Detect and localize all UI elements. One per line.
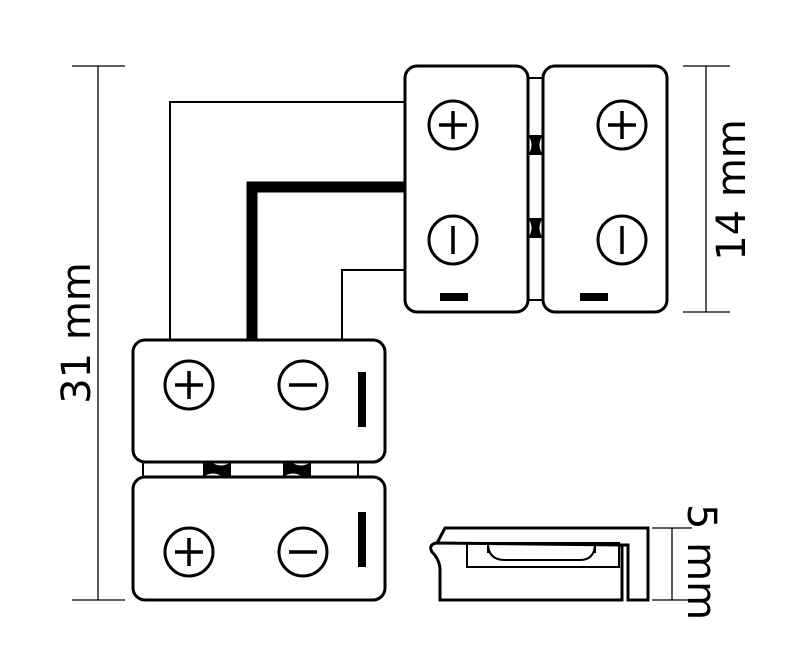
dimension-14mm: 14 mm [683, 65, 755, 313]
plus-terminal-icon [163, 359, 215, 411]
dimension-label: 5 mm [678, 504, 724, 620]
plus-terminal-icon [427, 99, 479, 151]
connector-block [541, 64, 669, 314]
side-view [429, 526, 650, 602]
dimension-label: 14 mm [709, 119, 755, 261]
connector-joint [527, 77, 544, 301]
connector-block [403, 64, 530, 314]
bottom-connector-pair [131, 338, 387, 602]
wires [169, 101, 406, 342]
thin-wire-outer [169, 101, 405, 340]
dimension-31mm: 31 mm [54, 65, 125, 601]
bowtie-clips [528, 135, 543, 238]
dimension-label: 31 mm [54, 262, 100, 404]
bowtie-clips [203, 462, 311, 477]
dimension-5mm: 5 mm [652, 504, 724, 620]
thin-wire-inner [341, 269, 405, 340]
minus-terminal-icon [277, 359, 329, 411]
minus-terminal-icon [277, 526, 329, 578]
minus-mark [440, 293, 468, 301]
plus-terminal-icon [163, 526, 215, 578]
minus-mark [358, 372, 366, 427]
connector-joint [142, 461, 359, 478]
thick-wire [246, 181, 406, 342]
minus-terminal-icon [427, 214, 479, 266]
minus-mark [580, 293, 608, 301]
top-connector-pair [403, 64, 669, 314]
minus-terminal-icon [596, 214, 648, 266]
minus-mark [358, 512, 366, 567]
plus-terminal-icon [596, 99, 648, 151]
